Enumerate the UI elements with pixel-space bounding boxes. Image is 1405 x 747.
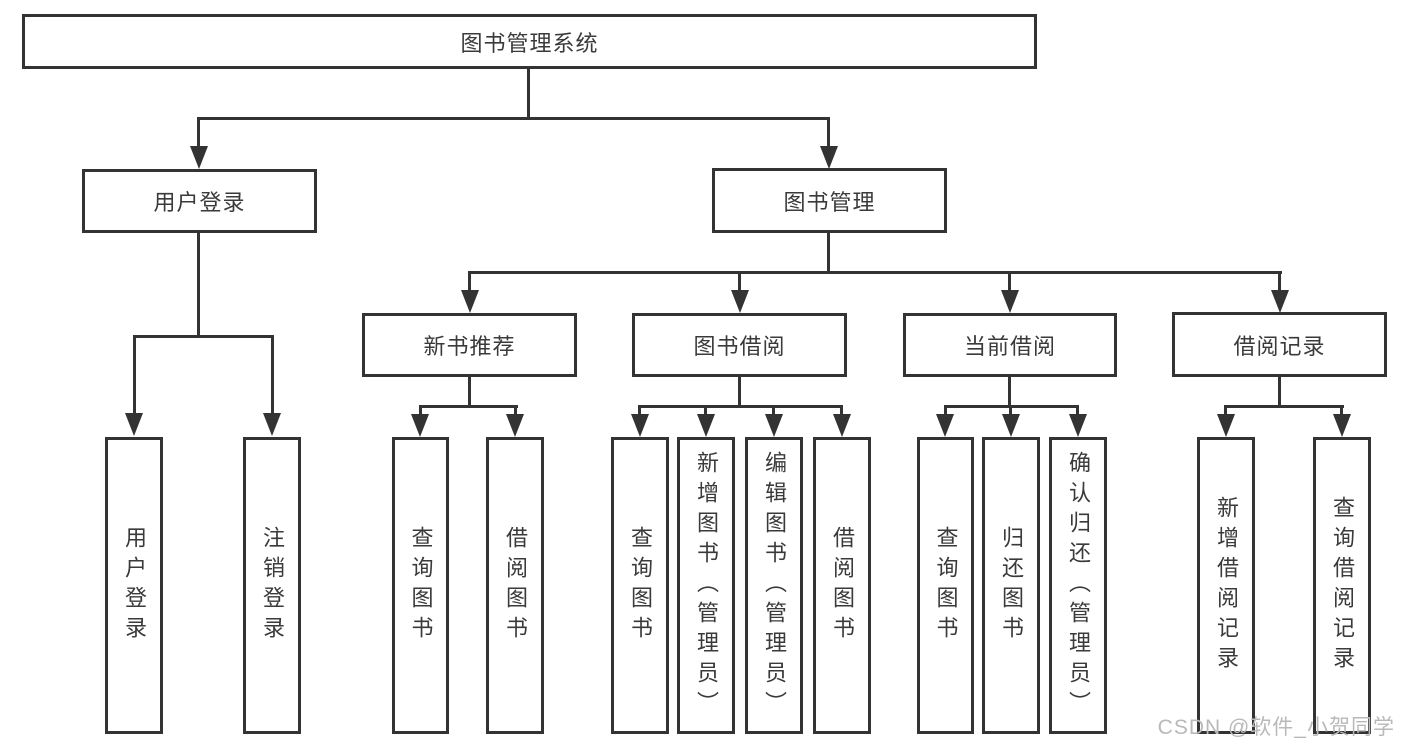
connector-drop-nb-query: [419, 405, 422, 416]
connector-drop-leaf-user-login: [133, 335, 136, 413]
connector-drop-cb-return: [1009, 405, 1012, 416]
connector-drop-cb-query: [944, 405, 947, 416]
node-book-borrow-label: 图书借阅: [693, 334, 786, 359]
arrowhead-bb-query: [631, 414, 649, 437]
leaf-br-add-record: 新增借阅记录: [1197, 437, 1255, 734]
connector-drop-cb-confirm: [1076, 405, 1079, 416]
node-borrow-records-label: 借阅记录: [1233, 333, 1326, 359]
leaf-nb-borrow-books: 借阅图书: [486, 437, 544, 734]
connector-drop-bb-add: [704, 405, 707, 416]
connector-user-login-stem: [197, 233, 200, 337]
arrowhead-bb-borrow: [833, 414, 851, 437]
node-root: 图书管理系统: [22, 14, 1037, 69]
arrowhead-borrow-records: [1271, 290, 1289, 313]
arrowhead-cb-query: [936, 414, 954, 437]
leaf-nb-borrow-books-label: 借阅图书: [503, 525, 528, 646]
leaf-cb-query-books: 查询图书: [917, 437, 974, 734]
connector-drop-br-query: [1340, 405, 1343, 416]
node-book-borrow: 图书借阅: [632, 313, 847, 377]
connector-drop-current-borrow: [1008, 271, 1011, 291]
arrowhead-new-book-recommend: [461, 290, 479, 313]
arrowhead-book-management: [820, 146, 838, 169]
connector-user-login-rail: [133, 335, 274, 338]
leaf-nb-query-books-label: 查询图书: [408, 525, 434, 646]
leaf-cb-return-books-label: 归还图书: [999, 525, 1024, 646]
leaf-cb-query-books-label: 查询图书: [933, 525, 959, 646]
arrowhead-leaf-logout: [263, 413, 281, 436]
csdn-watermark: CSDN @软件_小贺同学: [1157, 716, 1395, 739]
connector-drop-new-book-recommend: [468, 271, 471, 291]
connector-drop-leaf-logout: [271, 335, 274, 413]
arrowhead-user-login: [190, 146, 208, 169]
leaf-cb-confirm-return: 确认归还（管理员）: [1049, 437, 1107, 734]
connector-bb-rail: [638, 405, 842, 408]
connector-drop-bb-edit: [772, 405, 775, 416]
connector-nb-rail: [419, 405, 518, 408]
arrowhead-nb-borrow: [506, 414, 524, 437]
arrowhead-br-query: [1333, 414, 1351, 437]
connector-drop-nb-borrow: [514, 405, 517, 416]
leaf-cb-confirm-return-label: 确认归还（管理员）: [1066, 450, 1091, 721]
connector-drop-br-add: [1224, 405, 1227, 416]
leaf-bb-borrow-books-label: 借阅图书: [830, 525, 855, 646]
leaf-br-query-record-label: 查询借阅记录: [1330, 495, 1355, 676]
arrowhead-bb-add: [697, 414, 715, 437]
leaf-br-add-record-label: 新增借阅记录: [1214, 495, 1239, 676]
leaf-cb-return-books: 归还图书: [982, 437, 1040, 734]
arrowhead-br-add: [1217, 414, 1235, 437]
leaf-bb-add-books: 新增图书（管理员）: [677, 437, 735, 734]
leaf-user-login-label: 用户登录: [122, 525, 147, 646]
arrowhead-book-borrow: [731, 290, 749, 313]
leaf-bb-query-books: 查询图书: [611, 437, 669, 734]
connector-br-rail: [1224, 405, 1344, 408]
arrowhead-current-borrow: [1001, 290, 1019, 313]
connector-br-stem: [1278, 377, 1281, 406]
leaf-bb-query-books-label: 查询图书: [628, 525, 653, 646]
connector-drop-borrow-records: [1278, 271, 1281, 291]
arrowhead-leaf-user-login: [125, 413, 143, 436]
arrowhead-nb-query: [411, 414, 429, 437]
node-new-book-recommend: 新书推荐: [362, 313, 577, 377]
node-root-label: 图书管理系统: [460, 30, 599, 56]
leaf-nb-query-books: 查询图书: [392, 437, 449, 734]
connector-book-management-stem: [827, 233, 830, 274]
connector-nb-stem: [468, 377, 471, 406]
connector-bb-stem: [738, 377, 741, 406]
connector-drop-user-login: [197, 117, 200, 148]
connector-drop-bb-borrow: [840, 405, 843, 416]
leaf-br-query-record: 查询借阅记录: [1313, 437, 1371, 734]
node-current-borrow: 当前借阅: [903, 313, 1117, 377]
node-user-login: 用户登录: [82, 169, 317, 233]
node-borrow-records: 借阅记录: [1172, 312, 1387, 377]
connector-drop-bb-query: [638, 405, 641, 416]
leaf-user-login: 用户登录: [105, 437, 163, 734]
leaf-bb-edit-books: 编辑图书（管理员）: [745, 437, 803, 734]
node-current-borrow-label: 当前借阅: [963, 334, 1056, 359]
leaf-bb-add-books-label: 新增图书（管理员）: [694, 450, 719, 721]
arrowhead-cb-confirm: [1069, 414, 1087, 437]
connector-level3-rail: [468, 271, 1282, 274]
connector-level2-rail: [197, 117, 830, 120]
arrowhead-bb-edit: [765, 414, 783, 437]
leaf-bb-borrow-books: 借阅图书: [813, 437, 871, 734]
connector-drop-book-management: [827, 117, 830, 148]
connector-root-stem: [527, 69, 530, 120]
leaf-logout: 注销登录: [243, 437, 301, 734]
arrowhead-cb-return: [1002, 414, 1020, 437]
node-new-book-recommend-label: 新书推荐: [423, 334, 516, 359]
node-user-login-label: 用户登录: [153, 190, 246, 215]
leaf-bb-edit-books-label: 编辑图书（管理员）: [762, 450, 787, 721]
node-book-management-label: 图书管理: [783, 189, 876, 215]
connector-cb-stem: [1008, 377, 1011, 406]
node-book-management: 图书管理: [712, 168, 947, 233]
leaf-logout-label: 注销登录: [260, 525, 285, 646]
connector-drop-book-borrow: [738, 271, 741, 291]
